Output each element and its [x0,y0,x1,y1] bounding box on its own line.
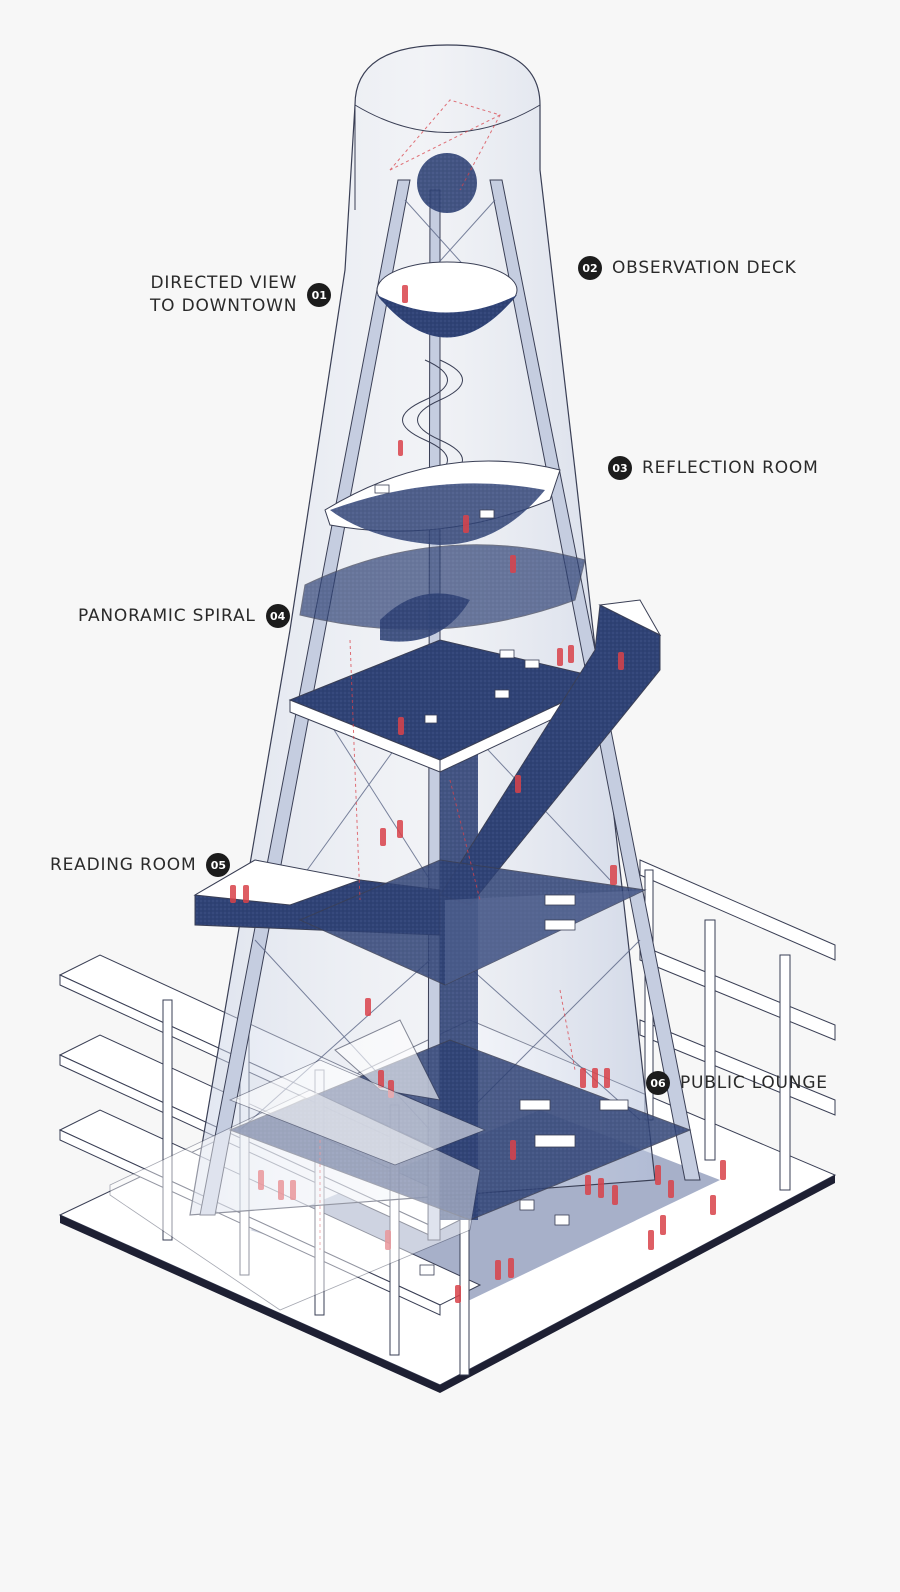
badge-03: 03 [608,456,632,480]
label-public-lounge-text: PUBLIC LOUNGE [680,1072,828,1093]
observation-dome [376,153,518,338]
people-figures [230,285,726,1303]
label-reading-room: READING ROOM 05 [50,853,231,877]
right-frame-structure [639,859,836,1191]
label-reading-room-text: READING ROOM [50,854,197,875]
front-pavilion [109,1059,487,1311]
badge-05: 05 [206,853,231,877]
label-reflection-room: 03 REFLECTION ROOM [608,456,819,480]
label-directed-view-line2: TO DOWNTOWN [150,296,298,316]
label-reflection-room-text: REFLECTION ROOM [642,457,819,478]
floor-reading-room [298,859,647,986]
label-directed-view: DIRECTED VIEW TO DOWNTOWN 01 [150,272,332,318]
badge-01: 01 [307,283,332,307]
label-observation-deck: 02 OBSERVATION DECK [578,256,797,280]
view-lines [319,99,576,1250]
exterior-stair [439,599,662,906]
label-panoramic-spiral: PANORAMIC SPIRAL 04 [78,604,290,628]
furniture [374,484,629,1276]
badge-06: 06 [646,1071,670,1095]
badge-02: 02 [578,256,602,280]
label-directed-view-line1: DIRECTED VIEW [150,273,298,293]
label-public-lounge: 06 PUBLIC LOUNGE [646,1071,828,1095]
floor-reflection-room [324,460,561,545]
badge-04: 04 [265,604,290,628]
spiral-stair [402,359,463,481]
label-panoramic-spiral-text: PANORAMIC SPIRAL [78,605,256,626]
label-observation-deck-text: OBSERVATION DECK [612,257,797,278]
